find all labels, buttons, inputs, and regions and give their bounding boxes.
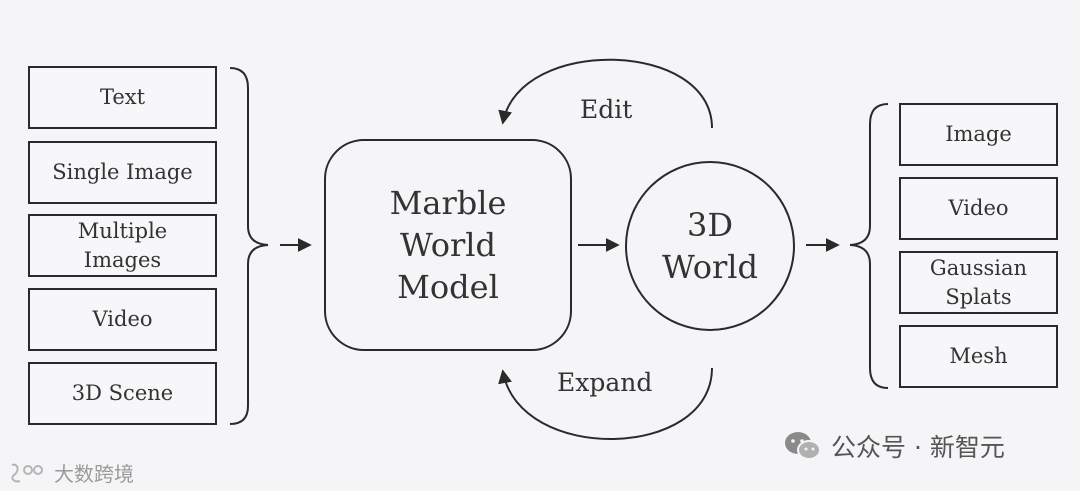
input-label: Multiple Images [77,218,168,272]
wechat-icon [785,432,821,460]
watermark-left: 大数跨境 [8,458,134,487]
watermark-right-text: 公众号 · 新智元 [831,433,1005,462]
input-video: Video [28,288,217,351]
model-label: Marble World Model [389,184,507,306]
output-label: Video [948,196,1009,220]
output-label: Mesh [949,344,1008,368]
input-label: 3D Scene [71,381,174,405]
output-label: Gaussian Splats [929,255,1028,309]
3d-world-node: 3D World [625,161,795,331]
input-single-image: Single Image [28,141,217,204]
watermark-right: 公众号 · 新智元 [783,428,1005,464]
output-mesh: Mesh [899,325,1058,388]
input-label: Text [99,85,146,109]
expand-label: Expand [557,368,653,397]
left-brace [229,67,269,425]
output-gaussian-splats: Gaussian Splats [899,251,1058,314]
output-image: Image [899,103,1058,166]
expand-loop-arrow [498,367,713,440]
input-label: Video [92,307,153,331]
edit-label: Edit [580,95,633,124]
watermark-left-text: 大数跨境 [54,462,134,486]
input-3d-scene: 3D Scene [28,362,217,425]
right-brace [849,103,889,389]
input-label: Single Image [52,160,193,184]
edit-loop-arrow [498,58,713,129]
input-text: Text [28,66,217,129]
brand-logo-icon [11,463,43,482]
world-label: 3D World [662,206,758,286]
output-video: Video [899,177,1058,240]
output-label: Image [945,122,1012,146]
marble-world-model: Marble World Model [324,139,572,351]
input-multiple-images: Multiple Images [28,214,217,277]
